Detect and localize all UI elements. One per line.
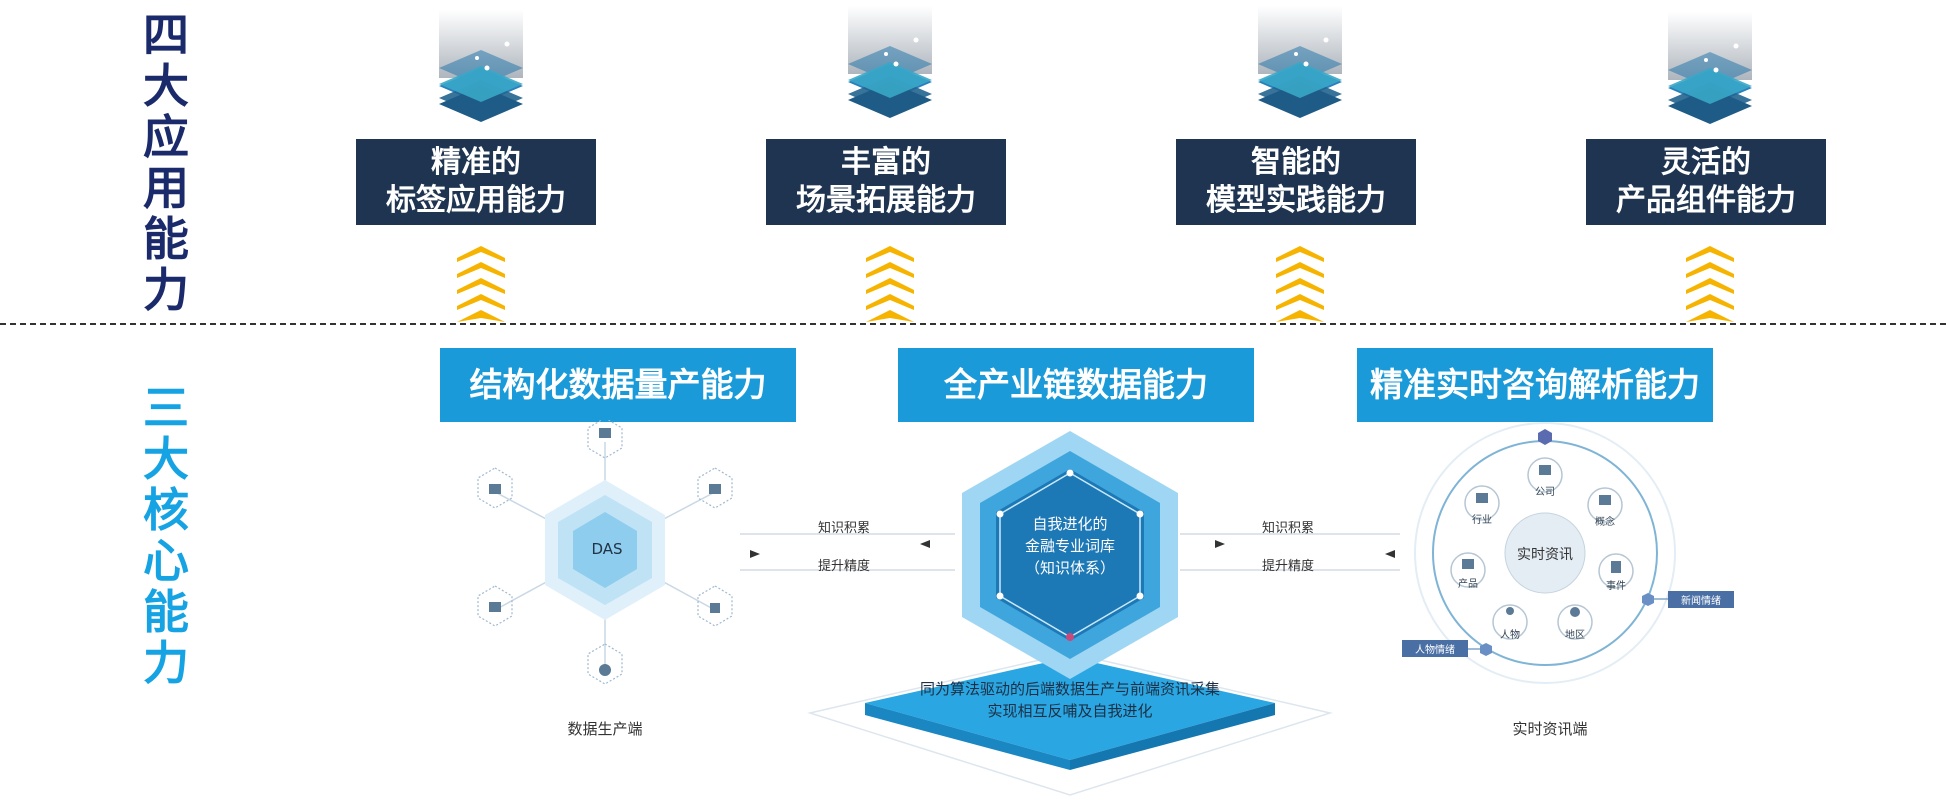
title-char: 力 xyxy=(143,263,189,317)
data-production-diagram xyxy=(477,420,733,685)
platform-text: 同为算法驱动的后端数据生产与前端资讯采集 实现相互反哺及自我进化 xyxy=(880,678,1260,722)
app-capability-box: 精准的 标签应用能力 xyxy=(356,139,596,225)
core-capability-box: 精准实时咨询解析能力 xyxy=(1357,348,1713,422)
knowledge-hexagon-diagram xyxy=(807,431,1333,796)
hexagon-line: （知识体系） xyxy=(1024,559,1115,577)
data-production-caption: 数据生产端 xyxy=(567,720,643,738)
title-char: 心 xyxy=(143,534,189,588)
up-chevrons xyxy=(457,246,1734,322)
title-char: 力 xyxy=(143,636,189,690)
title-char: 大 xyxy=(143,59,189,113)
flow-lines xyxy=(740,533,1400,571)
title-char: 用 xyxy=(143,161,189,215)
capability-line: 标签应用能力 xyxy=(386,183,566,218)
chevron-up-icon xyxy=(1276,246,1324,322)
title-char: 能 xyxy=(143,212,189,266)
capability-line: 场景拓展能力 xyxy=(796,183,976,218)
section-divider xyxy=(0,323,1946,325)
capability-line: 灵活的 xyxy=(1661,145,1751,180)
core-capability-box: 全产业链数据能力 xyxy=(898,348,1254,422)
node-label: 行业 xyxy=(1472,515,1492,526)
server-stack-icon xyxy=(1258,6,1342,118)
app-capabilities-title: 四 大 应 用 能 力 xyxy=(140,10,192,316)
flow-label: 提升精度 xyxy=(1262,559,1315,574)
title-char: 核 xyxy=(143,483,189,537)
capability-line: 智能的 xyxy=(1251,145,1341,180)
core-capabilities-title: 三 大 核 心 能 力 xyxy=(140,383,192,689)
realtime-center-label: 实时资讯 xyxy=(1517,547,1573,563)
capability-line: 精准的 xyxy=(431,145,521,180)
flow-label: 知识积累 xyxy=(818,521,871,536)
app-capability-box: 智能的 模型实践能力 xyxy=(1176,139,1416,225)
capability-line: 模型实践能力 xyxy=(1206,183,1386,218)
hexagon-line: 自我进化的 xyxy=(1032,515,1108,533)
platform-line: 同为算法驱动的后端数据生产与前端资讯采集 xyxy=(919,680,1220,698)
hexagon-line: 金融专业词库 xyxy=(1024,537,1115,555)
title-char: 大 xyxy=(143,432,189,486)
title-char: 四 xyxy=(143,8,189,62)
capability-line: 产品组件能力 xyxy=(1616,183,1796,218)
server-stack-icon xyxy=(848,6,932,118)
knowledge-hexagon-text: 自我进化的 金融专业词库 （知识体系） xyxy=(1000,513,1140,579)
node-label: 公司 xyxy=(1535,487,1555,498)
server-stack-icon xyxy=(439,10,523,122)
das-label: DAS xyxy=(591,540,623,558)
chevron-up-icon xyxy=(866,246,914,322)
node-label: 地区 xyxy=(1565,630,1585,641)
chevron-up-icon xyxy=(457,246,505,322)
app-capability-box: 灵活的 产品组件能力 xyxy=(1586,139,1826,225)
flow-label: 知识积累 xyxy=(1262,521,1315,536)
node-label: 产品 xyxy=(1458,579,1478,590)
chevron-up-icon xyxy=(1686,246,1734,322)
node-label: 人物 xyxy=(1500,630,1520,641)
platform-line: 实现相互反哺及自我进化 xyxy=(987,702,1153,720)
news-sentiment-tag: 新闻情绪 xyxy=(1681,596,1721,607)
server-stack-icon xyxy=(1668,12,1752,124)
flow-label: 提升精度 xyxy=(818,559,871,574)
title-char: 应 xyxy=(143,110,189,164)
title-char: 三 xyxy=(143,381,189,435)
realtime-info-caption: 实时资讯端 xyxy=(1512,720,1588,738)
node-label: 事件 xyxy=(1606,581,1626,592)
realtime-info-diagram xyxy=(1402,422,1734,684)
person-sentiment-tag: 人物情绪 xyxy=(1415,645,1455,656)
node-label: 概念 xyxy=(1595,517,1615,528)
title-char: 能 xyxy=(143,585,189,639)
app-capability-box: 丰富的 场景拓展能力 xyxy=(766,139,1006,225)
capability-line: 丰富的 xyxy=(841,145,931,180)
core-capability-box: 结构化数据量产能力 xyxy=(440,348,796,422)
